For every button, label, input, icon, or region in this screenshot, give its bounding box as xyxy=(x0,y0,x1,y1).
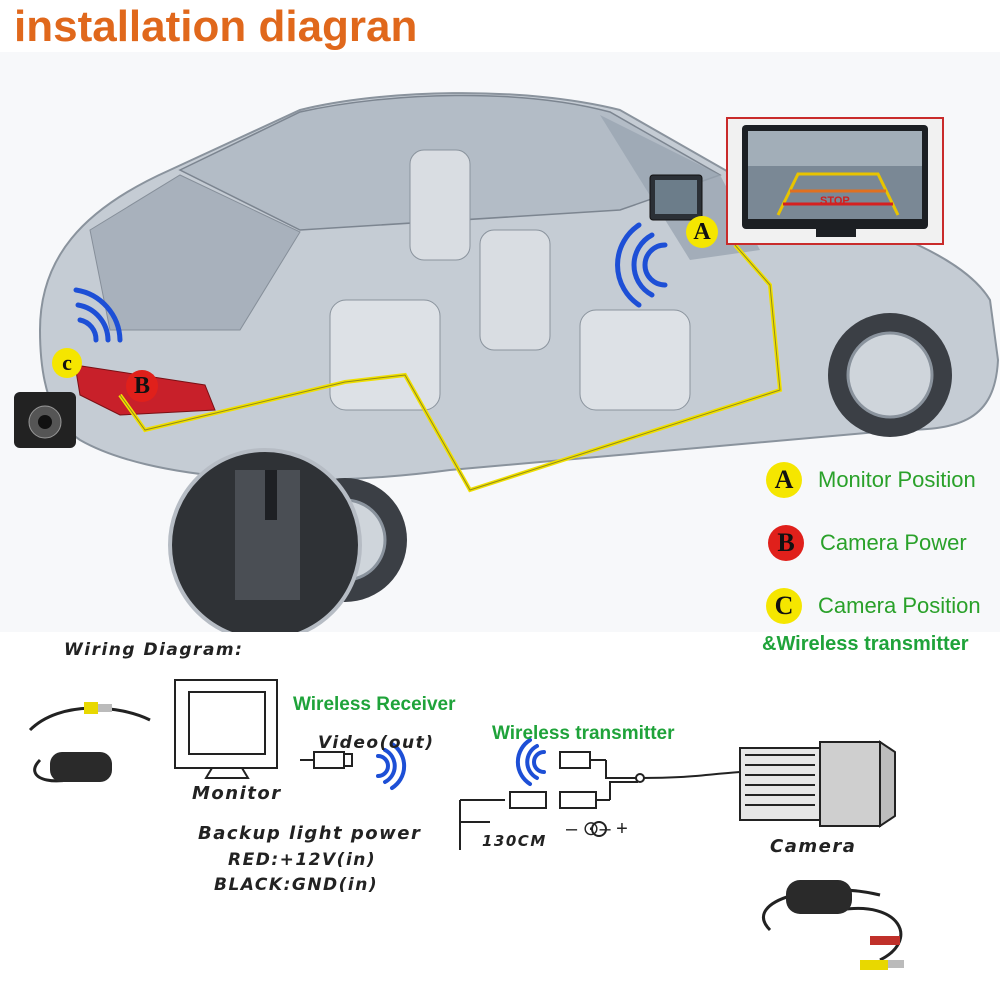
marker-b: B xyxy=(126,370,158,402)
camera-label: Camera xyxy=(770,836,857,857)
legend-extra: &Wireless transmitter xyxy=(762,633,969,655)
wireless-waves-icon xyxy=(615,222,668,308)
page-title: installation diagran xyxy=(14,2,418,51)
polarity-label: – ⊙– + xyxy=(566,818,628,840)
legend-letter: A xyxy=(766,462,802,498)
wiring-path-outline xyxy=(119,244,781,491)
wireless-receiver-label: Wireless Receiver xyxy=(293,694,456,715)
wireless-transmitter-device xyxy=(762,880,904,970)
marker-a: A xyxy=(686,216,718,248)
car-wheel-rim xyxy=(846,331,934,419)
backup-power-label: Backup light power xyxy=(198,823,422,844)
dc-jack-symbol xyxy=(591,821,607,837)
wireless-waves-icon xyxy=(376,742,407,790)
video-out-label: Video(out) xyxy=(318,733,435,753)
wireless-waves-icon xyxy=(73,287,123,343)
car-seat xyxy=(409,149,471,261)
transmitter-wiring xyxy=(459,751,741,850)
monitor-outline xyxy=(174,679,278,779)
legend-letter: B xyxy=(768,525,804,561)
legend-label: Camera Power xyxy=(820,530,967,555)
monitor-label: Monitor xyxy=(192,783,282,804)
car-seat xyxy=(579,309,691,411)
wiring-heading: Wiring Diagram: xyxy=(64,640,244,660)
car-seat xyxy=(329,299,441,411)
red-wire-label: RED:+12V(in) xyxy=(228,850,377,870)
car-seat xyxy=(479,229,551,351)
car-rear-window xyxy=(89,174,301,331)
monitor-screen-image xyxy=(742,125,928,237)
black-wire-label: BLACK:GND(in) xyxy=(214,875,379,895)
wireless-receiver-device xyxy=(28,702,151,783)
legend-letter: C xyxy=(766,588,802,624)
monitor-inset: STOP xyxy=(726,117,944,245)
legend-label: Monitor Position xyxy=(818,467,976,492)
wiring-diagram xyxy=(28,679,904,970)
marker-c: c xyxy=(52,348,82,378)
legend-item-camera-power: B Camera Power xyxy=(768,525,967,561)
video-out-connector xyxy=(300,751,353,769)
legend-item-monitor-position: A Monitor Position xyxy=(766,462,976,498)
legend-label: Camera Position xyxy=(818,593,981,618)
stop-label: STOP xyxy=(820,195,850,207)
wireless-transmitter-label: Wireless transmitter xyxy=(492,723,675,744)
legend-item-camera-position: C Camera Position xyxy=(766,588,981,624)
wireless-waves-icon xyxy=(515,738,546,786)
cable-length-label: 130CM xyxy=(482,832,547,850)
camera-drawing xyxy=(739,740,896,828)
